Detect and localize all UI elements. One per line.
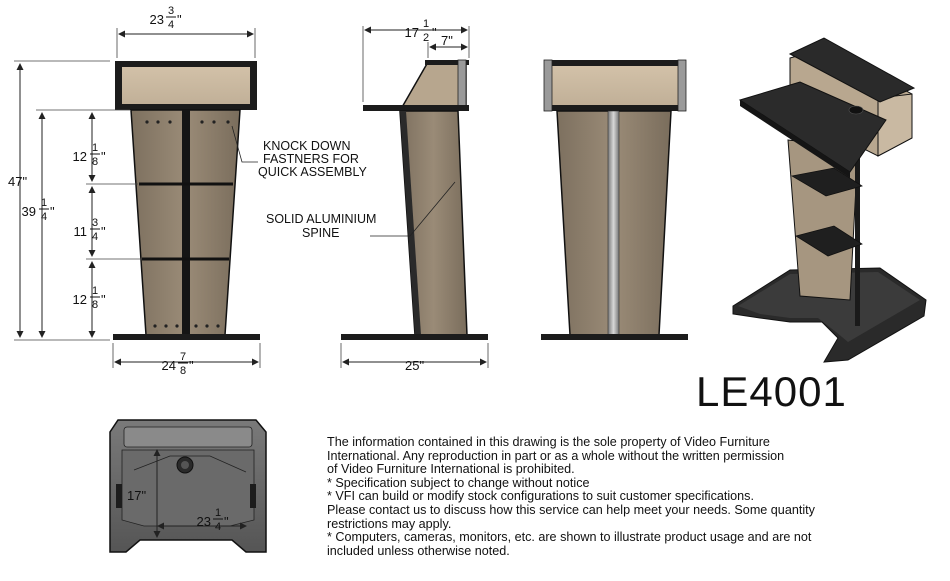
back-view (541, 59, 688, 340)
dim-front-section-middle: 11 3 4 " (74, 217, 107, 243)
svg-text:4: 4 (92, 231, 98, 243)
svg-text:QUICK ASSEMBLY: QUICK ASSEMBLY (258, 165, 367, 179)
disclaimer-line: * VFI can build or modify stock configur… (327, 489, 754, 504)
svg-text:3: 3 (92, 217, 98, 229)
dim-side-top-depth: 17 1 2 " (405, 18, 437, 44)
svg-text:": " (50, 204, 55, 219)
svg-text:": " (432, 25, 437, 40)
disclaimer-line: included unless otherwise noted. (327, 543, 510, 558)
dim-front-section-upper: 12 1 8 " (73, 142, 106, 168)
svg-text:8: 8 (180, 365, 186, 377)
svg-text:12: 12 (73, 292, 87, 307)
svg-text:KNOCK DOWN: KNOCK DOWN (263, 139, 351, 153)
svg-text:": " (101, 149, 106, 164)
disclaimer-line: The information contained in this drawin… (327, 435, 770, 449)
svg-text:1: 1 (41, 197, 47, 209)
svg-text:": " (224, 514, 229, 529)
side-view: 17 1 2 " 7" 25" SOLID ALUMINIUM SPINE (266, 18, 489, 373)
model-code: LE4001 (696, 368, 847, 415)
disclaimer-line: restrictions may apply. (327, 516, 452, 531)
svg-text:SOLID ALUMINIUM: SOLID ALUMINIUM (266, 212, 376, 226)
disclaimer-line: International. Any reproduction in part … (327, 448, 785, 463)
dim-front-overall-height: 47" (8, 174, 27, 189)
dim-plan-depth: 17" (127, 488, 146, 503)
svg-text:1: 1 (92, 285, 98, 297)
svg-text:39: 39 (22, 204, 36, 219)
callout-spine: SOLID ALUMINIUM SPINE (266, 212, 376, 240)
disclaimer-text: The information contained in this drawin… (327, 435, 927, 558)
svg-text:3: 3 (168, 5, 174, 17)
dim-front-lower-height: 39 1 4 " (22, 197, 55, 223)
svg-text:12: 12 (73, 149, 87, 164)
svg-text:": " (177, 12, 182, 27)
svg-text:2: 2 (423, 32, 429, 44)
svg-text:24: 24 (162, 358, 176, 373)
svg-text:": " (189, 358, 194, 373)
svg-text:8: 8 (92, 299, 98, 311)
svg-text:7: 7 (180, 351, 186, 363)
svg-text:23: 23 (197, 514, 211, 529)
svg-text:4: 4 (41, 211, 47, 223)
callout-fasteners: KNOCK DOWN FASTNERS FOR QUICK ASSEMBLY (258, 139, 367, 179)
svg-text:8: 8 (92, 156, 98, 168)
svg-text:1: 1 (215, 507, 221, 519)
dim-side-shelf-depth: 7" (441, 33, 453, 48)
svg-text:17: 17 (405, 25, 419, 40)
dim-plan-width: 23 1 4 " (197, 507, 229, 533)
svg-text:": " (101, 292, 106, 307)
svg-text:": " (101, 224, 106, 239)
disclaimer-line: * Computers, cameras, monitors, etc. are… (327, 530, 812, 545)
dim-front-top-width: 23 3 4 " (150, 5, 182, 31)
dim-side-base-depth: 25" (405, 358, 424, 373)
disclaimer-line: of Video Furniture International is proh… (327, 462, 575, 477)
svg-text:FASTNERS FOR: FASTNERS FOR (263, 152, 359, 166)
disclaimer-line: * Specification subject to change withou… (327, 475, 590, 490)
svg-text:23: 23 (150, 12, 164, 27)
svg-text:SPINE: SPINE (302, 226, 340, 240)
isometric-view (732, 37, 927, 363)
svg-text:1: 1 (423, 18, 429, 30)
plan-view: 17" 23 1 4 " (109, 419, 267, 553)
svg-text:4: 4 (215, 521, 221, 533)
svg-text:4: 4 (168, 19, 174, 31)
front-view: 23 3 4 " 47" 39 1 4 " 12 1 (8, 5, 367, 377)
dim-front-base-width: 24 7 8 " (162, 351, 194, 377)
dim-front-section-lower: 12 1 8 " (73, 285, 106, 311)
svg-text:1: 1 (92, 142, 98, 154)
svg-text:11: 11 (74, 224, 88, 239)
disclaimer-line: Please contact us to discuss how this se… (327, 502, 815, 517)
